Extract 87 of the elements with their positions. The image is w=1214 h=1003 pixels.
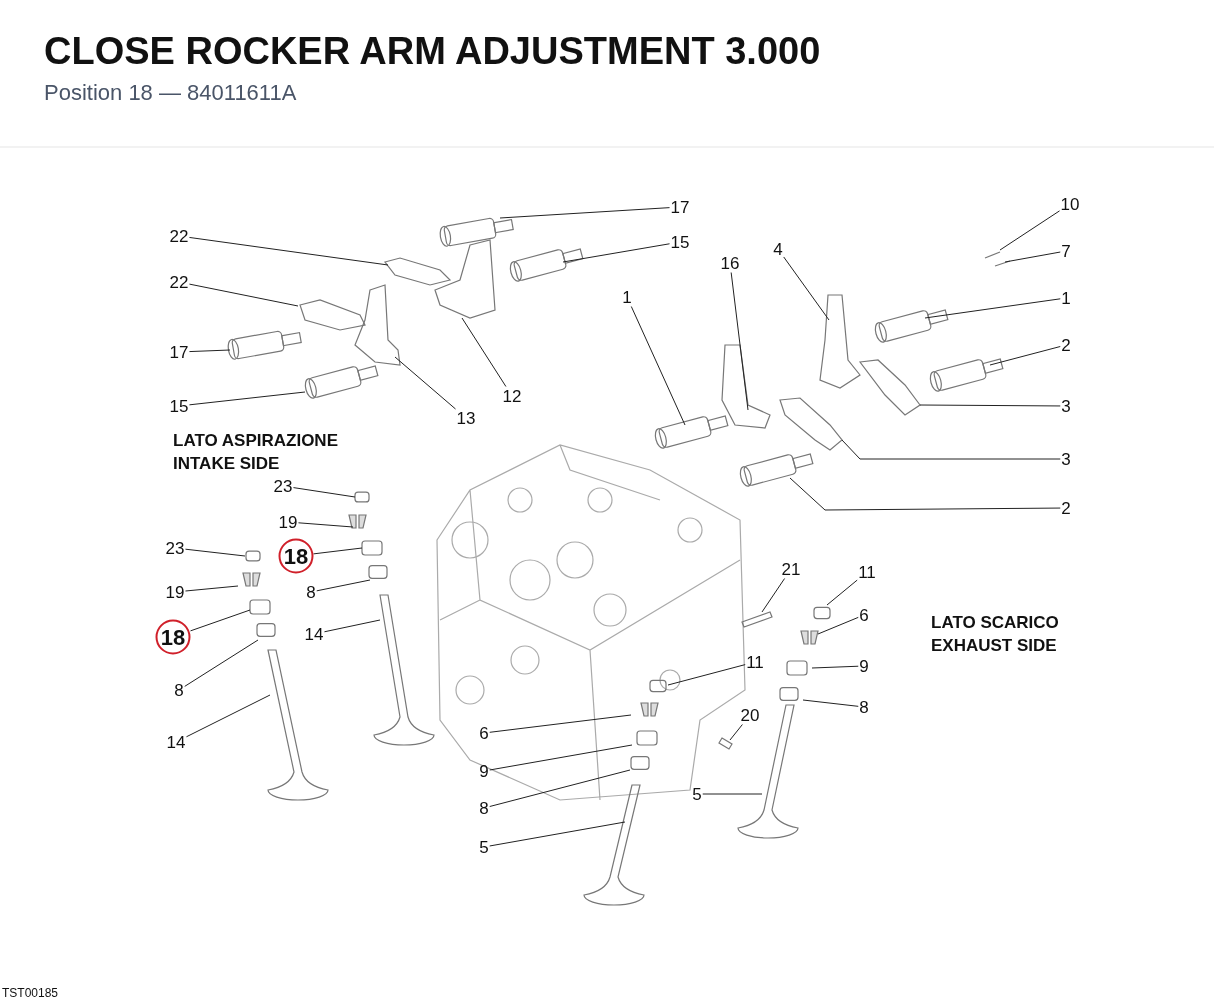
- leader-line: [811, 665, 859, 669]
- leader-line: [729, 724, 743, 741]
- leader-line: [394, 356, 457, 410]
- leader-line: [461, 317, 507, 387]
- callout-number: 13: [455, 408, 477, 428]
- callout-number: 1: [1060, 288, 1072, 308]
- callout-number: 22: [168, 226, 190, 246]
- drawing-code: TST00185: [2, 986, 59, 1000]
- callout-number: 23: [272, 476, 294, 496]
- leader-line: [499, 207, 671, 219]
- callout-number: 19: [277, 512, 299, 532]
- leader-line: [313, 547, 363, 555]
- leader-line: [188, 283, 299, 307]
- callout-number: 14: [303, 624, 325, 644]
- side-label: EXHAUST SIDE: [931, 636, 1057, 656]
- leader-line: [188, 236, 389, 266]
- callout-number: 19: [164, 582, 186, 602]
- leader-line: [184, 639, 259, 687]
- leader-line: [826, 579, 858, 606]
- leader-line: [989, 346, 1061, 366]
- leader-line: [292, 487, 356, 498]
- title: CLOSE ROCKER ARM ADJUSTMENT 3.000: [44, 30, 821, 73]
- callout-number: 4: [772, 239, 784, 259]
- callout-number: 3: [1060, 449, 1072, 469]
- leader-line: [1004, 251, 1061, 263]
- callout-number: 22: [168, 272, 190, 292]
- leader-line: [999, 210, 1061, 251]
- callout-number: 10: [1059, 194, 1081, 214]
- callout-number: 14: [165, 732, 187, 752]
- highlighted-callout-number: 18: [155, 619, 191, 655]
- leader-line: [702, 793, 763, 795]
- callout-number: 3: [1060, 396, 1072, 416]
- leader-line: [297, 522, 354, 528]
- callout-number: 6: [858, 605, 870, 625]
- callout-number: 15: [168, 396, 190, 416]
- leader-line: [185, 694, 271, 738]
- leader-line: [188, 391, 306, 406]
- callout-number: 23: [164, 538, 186, 558]
- callout-number: 11: [745, 652, 765, 672]
- callout-number: 20: [739, 705, 761, 725]
- callout-number: 8: [478, 798, 490, 818]
- callout-number: 9: [858, 656, 870, 676]
- leader-line: [184, 585, 239, 592]
- callout-number: 6: [478, 723, 490, 743]
- callout-number: 5: [691, 784, 703, 804]
- callout-number: 11: [857, 562, 877, 582]
- callout-number: 1: [621, 287, 633, 307]
- leader-line: [489, 769, 631, 807]
- leader-line: [783, 256, 830, 321]
- leader-line: [489, 744, 633, 771]
- callout-number: 12: [501, 386, 523, 406]
- leader-line: [841, 439, 1061, 460]
- leader-line: [817, 616, 859, 635]
- callout-number: 17: [168, 342, 190, 362]
- callout-number: 5: [478, 837, 490, 857]
- leader-line: [919, 404, 1061, 407]
- callout-number: 17: [669, 197, 691, 217]
- side-label: LATO ASPIRAZIONE: [173, 431, 338, 451]
- callout-number: 16: [719, 253, 741, 273]
- callout-number: 8: [858, 697, 870, 717]
- callout-number: 8: [305, 582, 317, 602]
- leader-line: [667, 664, 746, 686]
- leader-line: [924, 298, 1061, 319]
- leader-line: [730, 272, 749, 411]
- leader-line: [188, 349, 231, 353]
- leader-line: [316, 579, 371, 592]
- leader-line: [789, 477, 1061, 511]
- callout-number: 21: [780, 559, 802, 579]
- side-label: INTAKE SIDE: [173, 454, 280, 474]
- side-label: LATO SCARICO: [931, 613, 1059, 633]
- leader-line: [190, 609, 251, 632]
- callout-number: 9: [478, 761, 490, 781]
- leader-line: [184, 548, 246, 557]
- callout-number: 2: [1060, 335, 1072, 355]
- leader-line: [489, 714, 632, 733]
- leader-line: [323, 619, 381, 633]
- callout-number: 7: [1060, 241, 1072, 261]
- callout-number: 15: [669, 232, 691, 252]
- subtitle: Position 18 — 84011611A: [44, 80, 297, 106]
- leader-line: [630, 306, 686, 426]
- leader-line: [761, 578, 786, 613]
- leader-line: [489, 821, 626, 847]
- callout-number: 2: [1060, 498, 1072, 518]
- callout-number: 8: [173, 680, 185, 700]
- leader-line: [562, 243, 671, 263]
- highlighted-callout-number: 18: [278, 538, 314, 574]
- leader-line: [802, 699, 859, 707]
